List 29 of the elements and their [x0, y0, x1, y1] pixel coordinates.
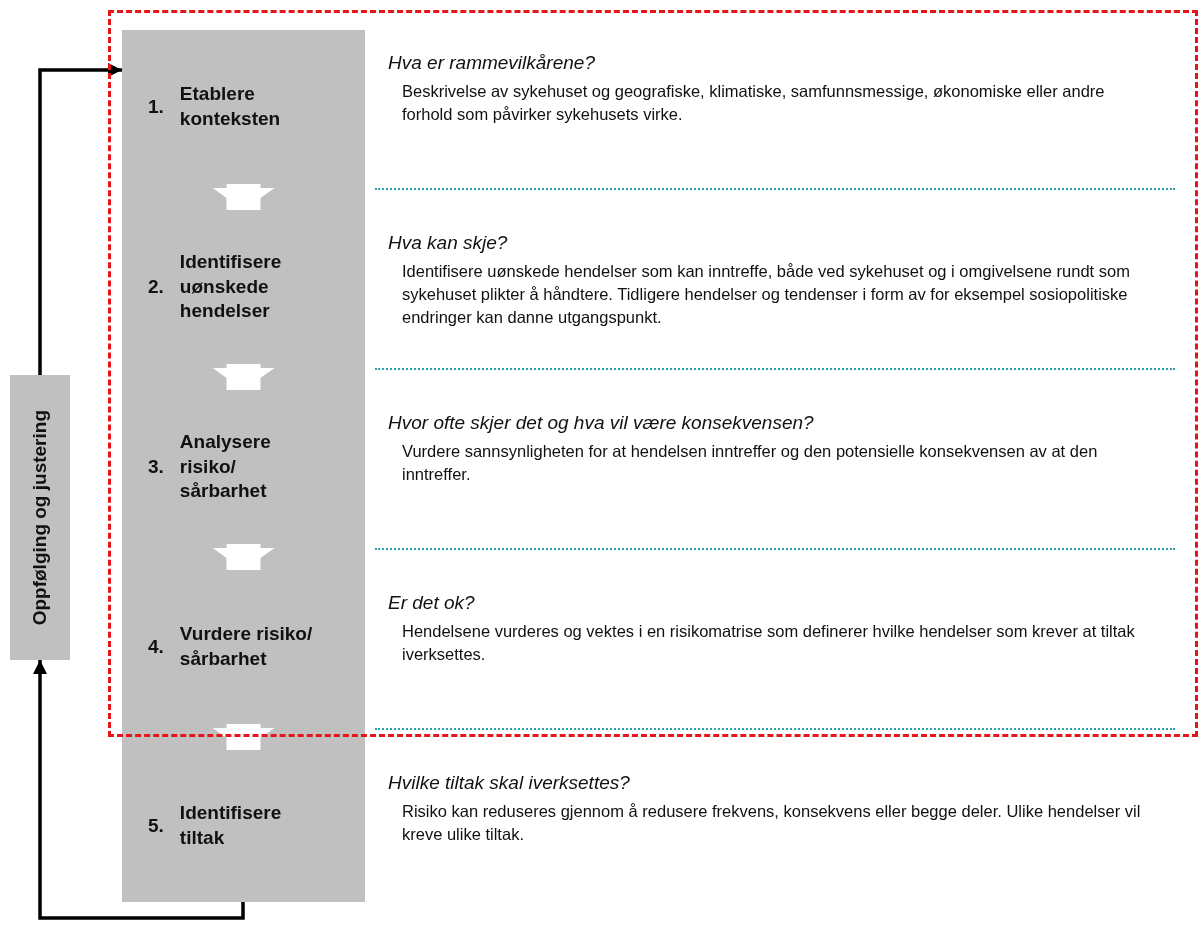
description-text: Vurdere sannsynligheten for at hendelsen inntreffer og den potensielle konsekvensen av at den inntreffer. — [402, 441, 1099, 486]
flow-arrow — [33, 660, 245, 920]
step-label: Identifisere tiltak — [179, 801, 283, 850]
question-heading: Er det ok? — [388, 592, 475, 614]
chevron-arrow — [212, 724, 275, 750]
flow-arrow — [38, 63, 122, 375]
step-label: Identifisere uønskede hendelser — [179, 249, 283, 324]
question-heading: Hva er rammevilkårene? — [388, 52, 595, 74]
step-label: Analysere risiko/ sårbarhet — [179, 429, 272, 504]
question-heading: Hva kan skje? — [388, 232, 508, 254]
description-text: Risiko kan reduseres gjennom å redusere frekvens, konsekvens eller begge deler. Ulike hendelser vil kreve ulike tiltak. — [402, 801, 1142, 846]
step-number: 2. — [148, 274, 164, 299]
question-heading: Hvor ofte skjer det og hva vil være konsekvensen? — [388, 412, 814, 434]
dashed-boundary — [108, 10, 1198, 737]
step-number: 3. — [148, 454, 164, 479]
chevron-arrow — [212, 364, 275, 390]
step-label: Etablere konteksten — [179, 82, 282, 131]
step-label: Vurdere risiko/ sårbarhet — [179, 622, 314, 671]
question-heading: Hvilke tiltak skal iverksettes? — [388, 772, 630, 794]
description-text: Beskrivelse av sykehuset og geografiske, klimatiske, samfunnsmessige, økonomiske eller andre forhold som påvirker sykehusets virke. — [402, 81, 1106, 126]
step-number: 4. — [148, 634, 164, 659]
step-number: 1. — [148, 94, 164, 119]
chevron-arrow — [212, 184, 275, 210]
description-text: Identifisere uønskede hendelser som kan inntreffe, både ved sykehuset og i omgivelsene rundt som sykehuset plikter å håndtere. Tidligere hendelser og tendenser i form av for eksempel sosiopolitiske endringer kan danne utgangspunkt. — [402, 261, 1131, 329]
process-box — [10, 375, 70, 660]
box-label: Oppfølging og justering — [29, 409, 51, 626]
chevron-arrow — [212, 544, 275, 570]
description-text: Hendelsene vurderes og vektes i en risikomatrise som definerer hvilke hendelser som krever at tiltak iverksettes. — [402, 621, 1136, 666]
step-number: 5. — [148, 813, 164, 838]
